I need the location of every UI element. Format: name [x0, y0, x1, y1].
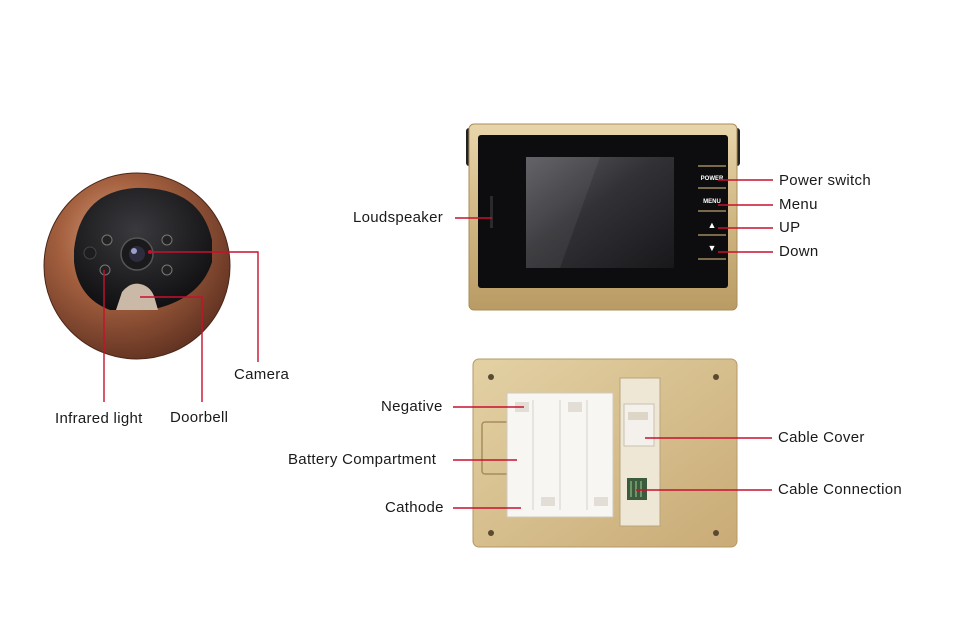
doorbell-camera-unit	[43, 172, 231, 360]
label-loudspeaker: Loudspeaker	[353, 209, 444, 226]
down-button-label: ▼	[708, 243, 717, 253]
label-cable-cover: Cable Cover	[778, 429, 865, 446]
power-button-label: POWER	[701, 176, 724, 182]
label-cable-connection: Cable Connection	[778, 481, 903, 498]
label-doorbell: Doorbell	[170, 409, 229, 426]
label-camera: Camera	[234, 366, 290, 383]
monitor-back-unit	[472, 358, 738, 548]
label-power-switch: Power switch	[779, 172, 871, 189]
label-infrared-light: Infrared light	[55, 410, 143, 427]
label-down: Down	[779, 243, 819, 260]
monitor-front-unit: POWER MENU ▲ ▼	[466, 123, 740, 311]
leader-camera	[150, 251, 259, 362]
label-up: UP	[779, 219, 801, 236]
label-battery-compartment: Battery Compartment	[288, 451, 437, 468]
leader-lines	[103, 179, 773, 509]
leader-doorbell	[140, 296, 203, 402]
label-negative: Negative	[381, 398, 443, 415]
label-menu: Menu	[779, 196, 818, 213]
up-button-label: ▲	[708, 220, 717, 230]
menu-button-label: MENU	[703, 199, 721, 205]
label-cathode: Cathode	[385, 499, 444, 516]
